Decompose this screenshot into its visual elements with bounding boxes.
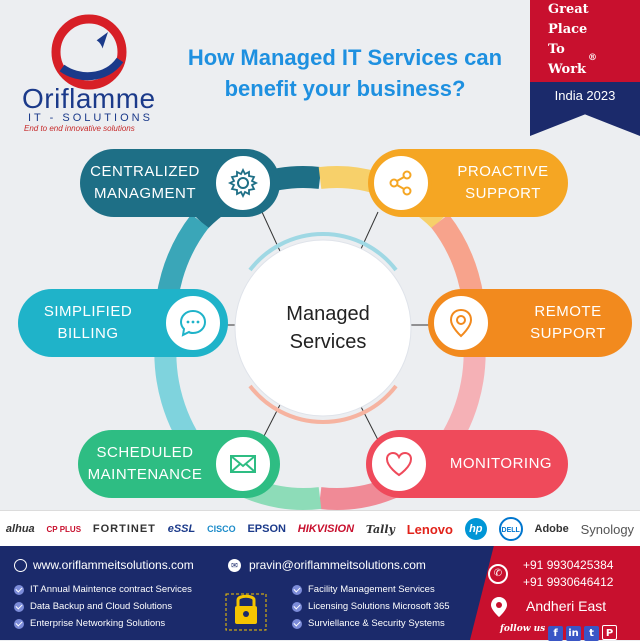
service-label-line-2: MANAGMENT <box>94 185 196 202</box>
email-row: ✉ pravin@oriflammeitsolutions.com <box>228 558 426 572</box>
partner-logo: alhua <box>5 523 35 535</box>
check-icon <box>292 601 302 612</box>
share-icon <box>370 152 432 214</box>
footer: www.oriflammeitsolutions.com ✉ pravin@or… <box>0 546 640 641</box>
partner-logo: hp <box>464 518 487 540</box>
center-line-2: Services <box>289 331 367 353</box>
facebook-icon[interactable]: f <box>548 626 563 641</box>
great-place-to-work-badge: Great Place To Work ® India 2023 <box>530 0 640 136</box>
partner-logo: HIKVISION <box>297 523 355 535</box>
center-line-1: Managed <box>286 303 370 325</box>
check-icon <box>14 618 24 629</box>
gear-icon <box>212 152 274 214</box>
partner-logo: EPSON <box>247 523 286 535</box>
phone-icon: ✆ <box>488 564 508 584</box>
badge-line-1: Great <box>548 2 589 17</box>
service-scheduled-maintenance: SCHEDULED MAINTENANCE <box>78 430 280 498</box>
location-text: Andheri East <box>526 598 607 614</box>
security-lock-icon <box>225 593 267 631</box>
partner-logo: Synology <box>580 521 635 537</box>
service-centralized-management: CENTRALIZED MANAGMENT <box>80 149 280 217</box>
email-icon: ✉ <box>228 558 241 572</box>
brand-name: Oriflamme <box>22 83 156 114</box>
twitter-icon[interactable]: t <box>584 626 599 641</box>
service-monitoring: MONITORING <box>366 430 568 498</box>
heart-icon <box>368 433 430 495</box>
brand-tagline: End to end innovative solutions <box>24 124 135 133</box>
service-simplified-billing: SIMPLIFIED BILLING <box>18 289 228 357</box>
badge-line-2: Place <box>548 22 588 37</box>
service-list-item: Licensing Solutions Microsoft 365 <box>292 601 450 612</box>
phone-number-2[interactable]: +91 9930646412 <box>523 575 614 589</box>
service-label-line-1: SIMPLIFIED <box>43 303 133 320</box>
service-label-line-2: MAINTENANCE <box>87 466 203 483</box>
page-title: How Managed IT Services can benefit your… <box>150 42 540 104</box>
pinterest-icon[interactable]: P <box>602 625 617 640</box>
badge-line-4: Work <box>548 62 587 77</box>
globe-icon <box>14 558 27 572</box>
service-label-line-1: SCHEDULED <box>96 444 194 461</box>
check-icon <box>14 584 24 595</box>
follow-us-label: follow us <box>500 624 546 634</box>
partner-logos-strip: alhua CP PLUS FORTINET eSSL CISCO EPSON … <box>0 510 640 547</box>
location-pin-icon <box>491 597 507 617</box>
chat-icon <box>162 292 224 354</box>
partner-logo: CP PLUS <box>46 524 82 534</box>
service-label-line-2: SUPPORT <box>465 185 541 202</box>
service-label-line-1: CENTRALIZED <box>90 163 200 180</box>
service-label-line-2: SUPPORT <box>530 325 606 342</box>
service-label-line-2: BILLING <box>57 325 119 342</box>
contact-panel <box>470 546 640 640</box>
partner-logo: Adobe <box>534 523 569 535</box>
center-label: Managed Services <box>238 300 418 356</box>
badge-line-3: To <box>548 42 565 57</box>
website-row: www.oriflammeitsolutions.com <box>14 558 194 572</box>
partner-logo: FORTINET <box>92 523 156 535</box>
logo-mark <box>51 14 127 90</box>
check-icon <box>14 601 24 612</box>
partner-logo: eSSL <box>167 523 196 535</box>
location-icon <box>430 292 492 354</box>
linkedin-icon[interactable]: in <box>566 626 581 641</box>
mail-icon <box>212 433 274 495</box>
service-list-item: Enterprise Networking Solutions <box>14 618 165 629</box>
service-list-item: IT Annual Maintence contract Services <box>14 584 192 595</box>
partner-logo: DELL <box>498 517 523 541</box>
service-proactive-support: PROACTIVE SUPPORT <box>368 149 568 217</box>
service-list-item: Data Backup and Cloud Solutions <box>14 601 172 612</box>
website-link[interactable]: www.oriflammeitsolutions.com <box>33 558 194 572</box>
brand-subtitle: IT - SOLUTIONS <box>28 112 153 124</box>
title-line-2: benefit your business? <box>224 76 466 101</box>
service-label-line-1: REMOTE <box>534 303 602 320</box>
partner-logo: CISCO <box>207 524 236 534</box>
check-icon <box>292 618 302 629</box>
badge-year: India 2023 <box>554 88 616 103</box>
service-label-line-1: MONITORING <box>449 455 553 472</box>
title-line-1: How Managed IT Services can <box>187 45 503 70</box>
partner-logo: Lenovo <box>406 521 453 537</box>
service-remote-support: REMOTE SUPPORT <box>428 289 632 357</box>
email-link[interactable]: pravin@oriflammeitsolutions.com <box>249 558 426 572</box>
service-list-item: Surviellance & Security Systems <box>292 618 445 629</box>
service-list-item: Facility Management Services <box>292 584 435 595</box>
partner-logo: Tally <box>365 522 395 536</box>
registered-icon: ® <box>588 53 597 63</box>
phone-number-1[interactable]: +91 9930425384 <box>523 558 614 572</box>
service-label-line-1: PROACTIVE <box>457 163 549 180</box>
check-icon <box>292 584 302 595</box>
